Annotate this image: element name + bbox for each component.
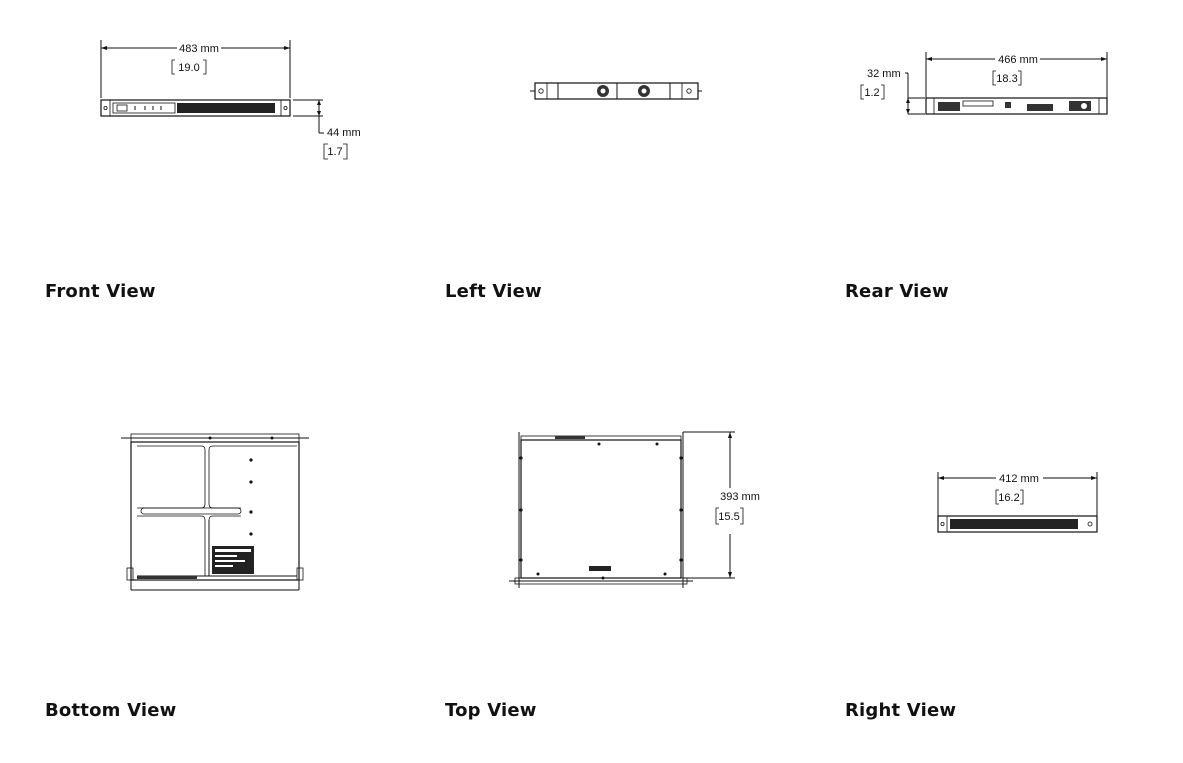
rear-view-panel: 466 mm 18.3 32 mm 1.2 Rear View xyxy=(845,0,1183,330)
left-view-drawing xyxy=(530,82,702,100)
top-chassis xyxy=(520,439,682,579)
right-view-panel: 412 mm 16.2 Right View xyxy=(845,420,1183,750)
front-width-inch: 19.0 xyxy=(178,62,199,74)
top-view-title: Top View xyxy=(445,700,537,721)
front-view-panel: 483 mm 19.0 44 mm 1.7 Front View xyxy=(45,0,425,330)
front-width-mm: 483 mm xyxy=(179,43,219,55)
front-height-inch: 1.7 xyxy=(327,146,342,158)
bottom-view-panel: Bottom View xyxy=(45,420,425,750)
rear-view-title: Rear View xyxy=(845,281,949,302)
front-view-drawing: 483 mm 19.0 44 mm 1.7 xyxy=(100,40,361,160)
rear-height-mm: 32 mm xyxy=(867,68,901,80)
right-view-drawing: 412 mm 16.2 xyxy=(937,472,1098,533)
left-view-panel: Left View xyxy=(445,0,825,330)
right-view-title: Right View xyxy=(845,700,957,721)
top-view-drawing: 393 mm 15.5 xyxy=(509,431,760,588)
right-width-inch: 16.2 xyxy=(998,492,1019,504)
bottom-view-drawing xyxy=(121,433,309,591)
rear-width-mm: 466 mm xyxy=(998,54,1038,66)
rear-view-drawing: 466 mm 18.3 32 mm 1.2 xyxy=(860,52,1108,115)
front-view-title: Front View xyxy=(45,281,156,302)
top-view-panel: 393 mm 15.5 Top View xyxy=(445,420,825,750)
front-height-mm: 44 mm xyxy=(327,127,361,139)
rear-height-inch: 1.2 xyxy=(864,87,879,99)
right-width-mm: 412 mm xyxy=(999,473,1039,485)
left-view-title: Left View xyxy=(445,281,542,302)
top-depth-inch: 15.5 xyxy=(718,511,739,523)
top-depth-mm: 393 mm xyxy=(720,491,760,503)
rear-width-inch: 18.3 xyxy=(996,73,1017,85)
bottom-view-title: Bottom View xyxy=(45,700,177,721)
